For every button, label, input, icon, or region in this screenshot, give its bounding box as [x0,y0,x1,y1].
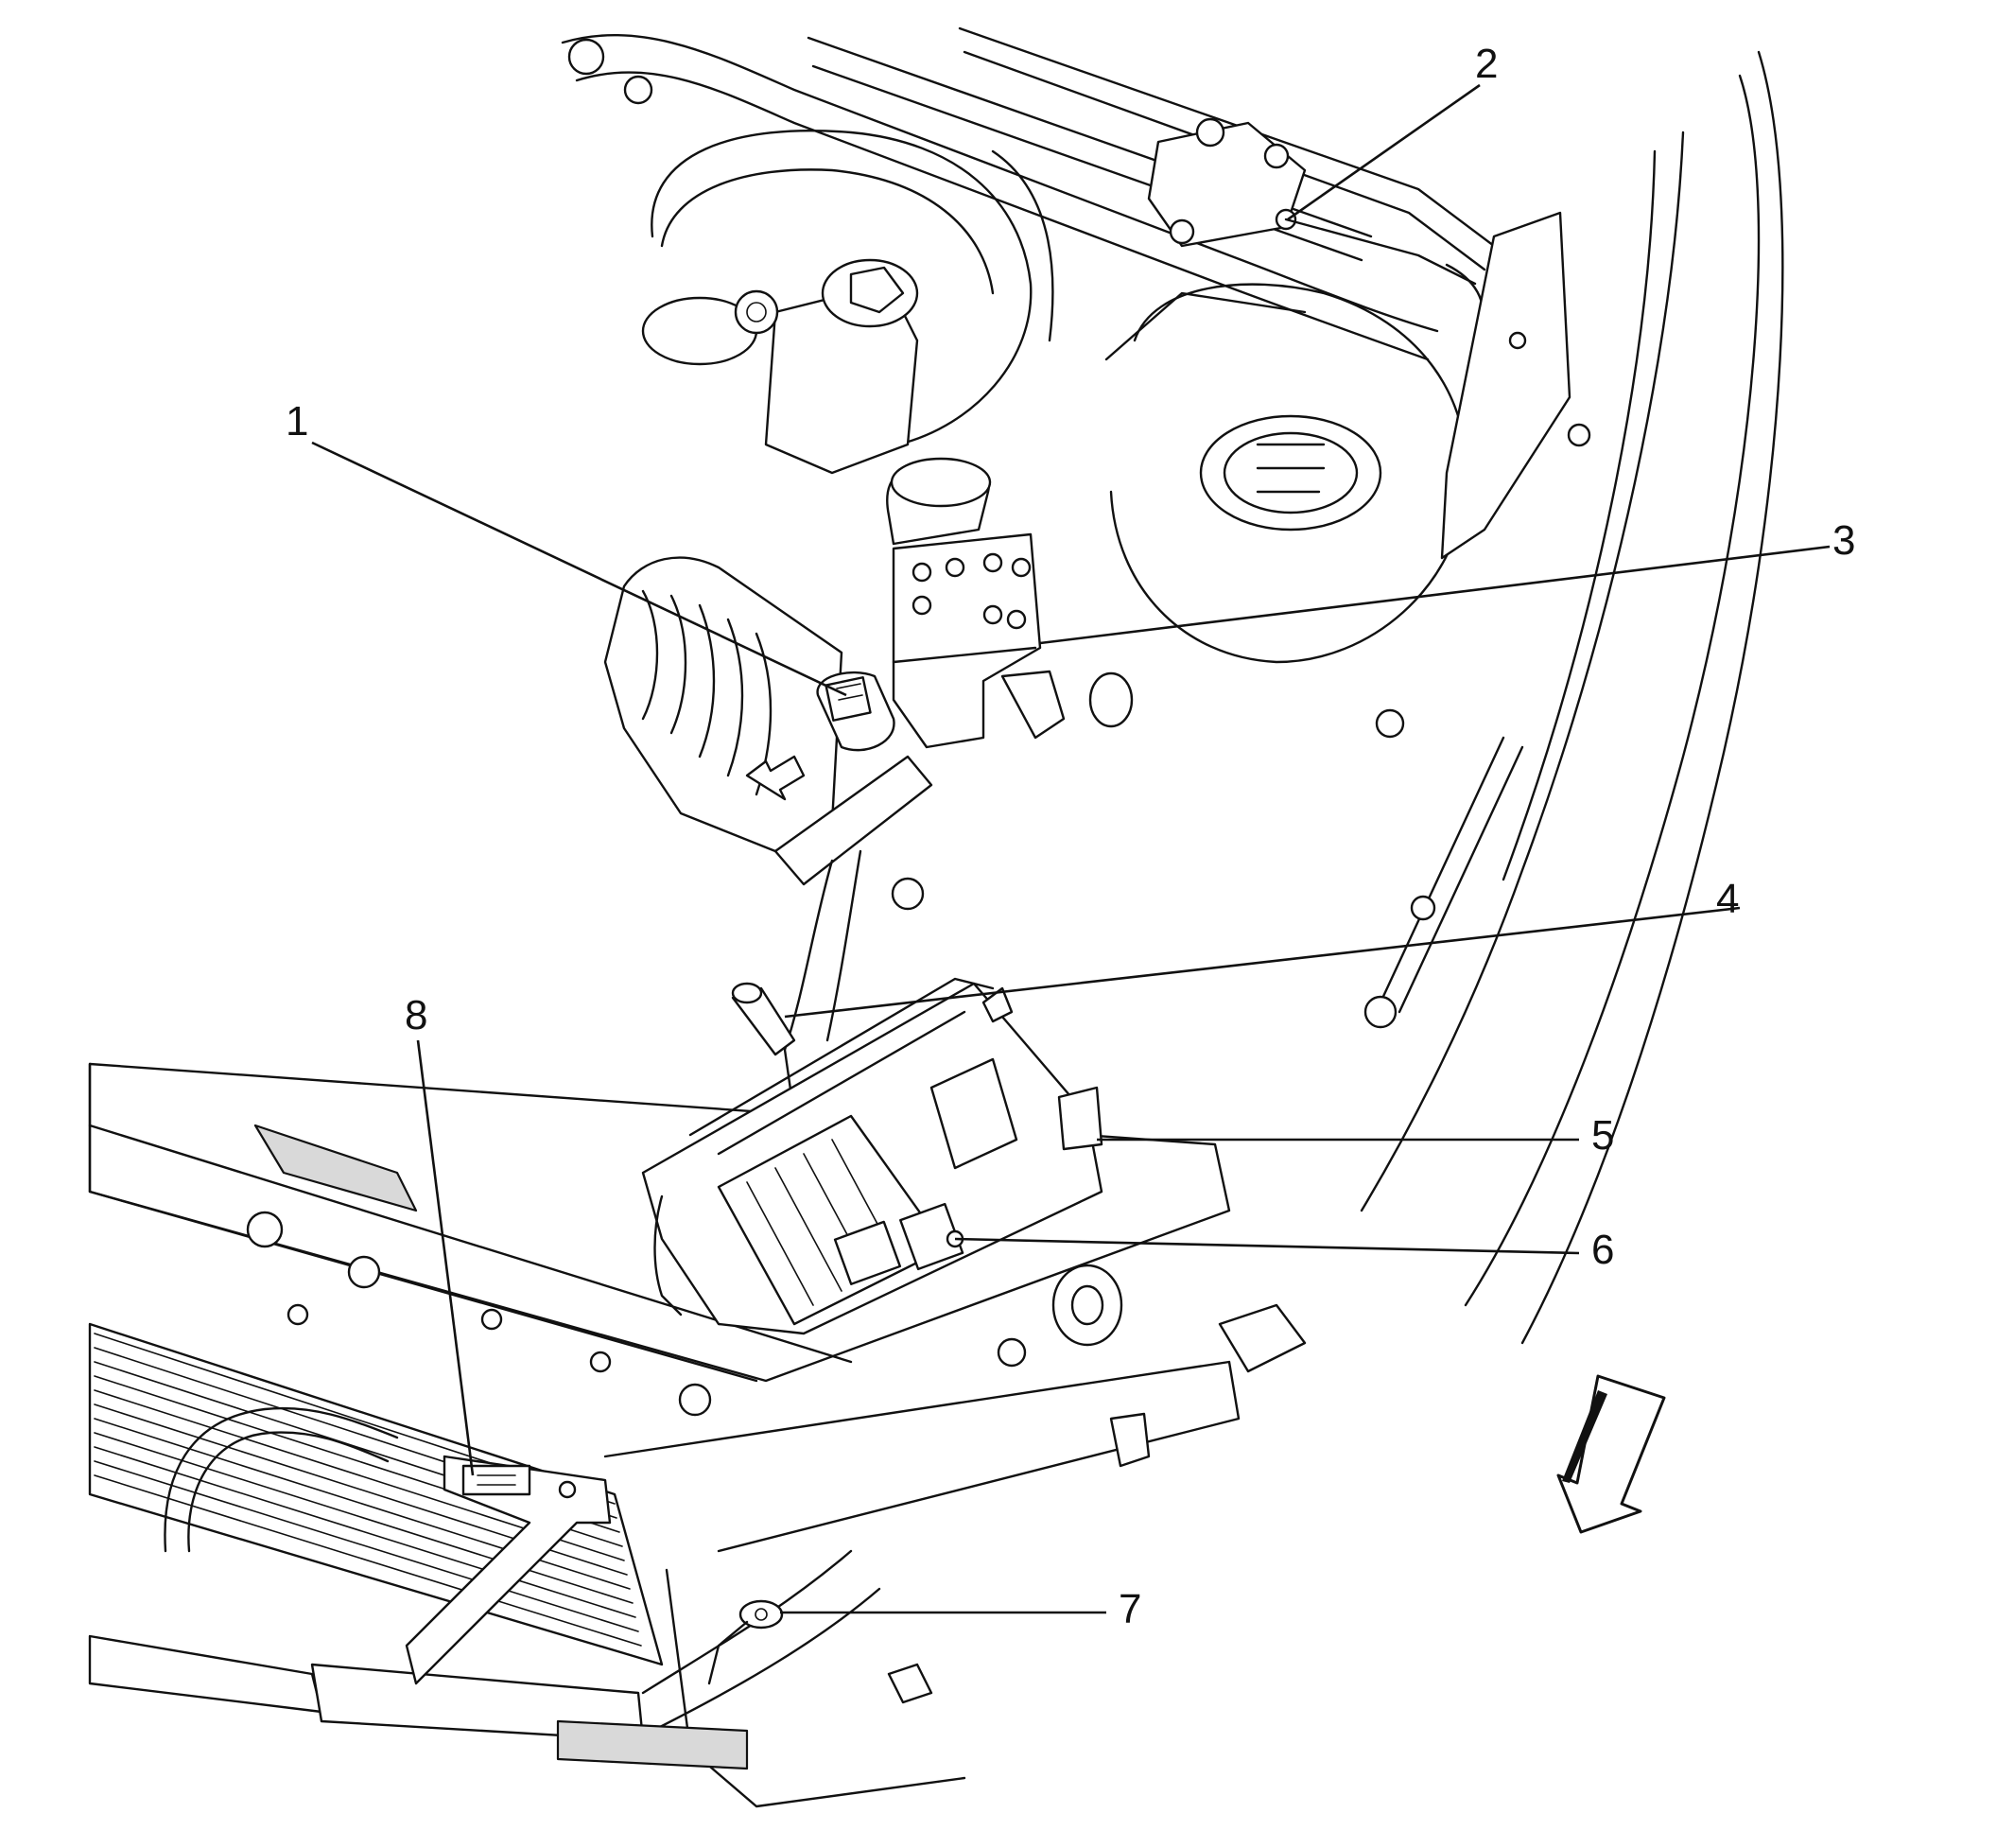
callout-7: 7 [1119,1586,1141,1632]
callout-5: 5 [1591,1112,1614,1159]
radiator-support-right [1218,50,1784,1373]
leader-line-8 [416,1039,475,1476]
leader-lines [311,83,1831,1614]
leader-line-4 [784,906,1741,1019]
leader-line-3 [1039,545,1831,645]
intake-bellows [603,556,933,1118]
brake-pressure-modulator-valve [886,457,1134,749]
leader-line-6 [954,1237,1580,1255]
engine-control-module [641,977,1103,1335]
callout-8: 8 [405,992,427,1038]
condenser-radiator-core [88,1322,1241,1808]
callout-6: 6 [1591,1227,1614,1273]
air-temperature-sensor-bracket [405,1455,612,1685]
callout-2: 2 [1475,41,1498,87]
ground-terminal [707,1412,1151,1704]
upper-engine-assembly [561,26,1496,739]
callout-4: 4 [1716,876,1739,922]
callout-1: 1 [286,398,308,445]
callout-3: 3 [1832,517,1855,564]
leader-line-2 [1287,83,1481,221]
callout-labels: 1 2 3 4 5 6 7 8 [286,41,1855,1632]
leader-line-1 [311,441,847,697]
front-direction-arrow-icon [1556,1374,1666,1534]
